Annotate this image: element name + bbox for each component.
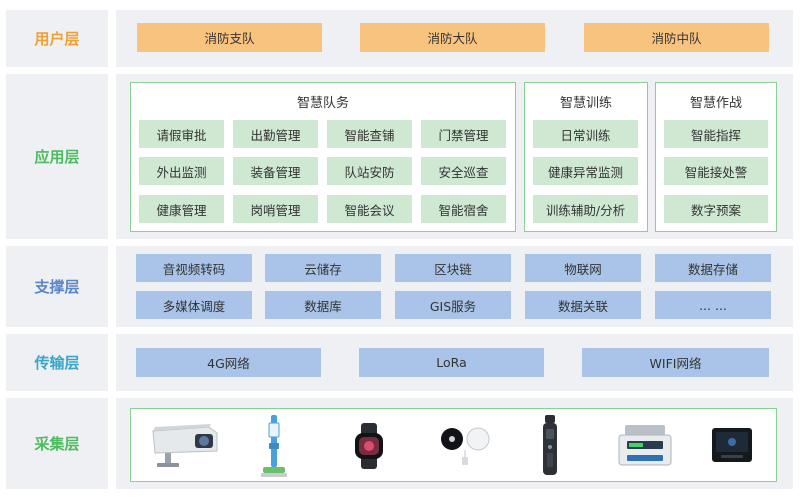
- transport-item-wifi: WIFI网络: [582, 348, 769, 377]
- support-item: GIS服务: [395, 291, 511, 319]
- app-item: 训练辅助/分析: [533, 195, 638, 223]
- scale-device-icon: [617, 423, 673, 469]
- app-item: 队站安防: [327, 157, 412, 185]
- user-layer-panel: 消防支队 消防大队 消防中队: [116, 10, 793, 67]
- group-combat: 智慧作战 智能指挥 智能接处警 数字预案: [655, 82, 777, 232]
- application-layer-label: 应用层: [6, 74, 108, 239]
- application-layer-panel: 智慧队务 请假审批 出勤管理 智能查铺 门禁管理 外出监测 装备管理 队站安防 …: [116, 74, 793, 239]
- app-item: 智能查铺: [327, 120, 412, 148]
- app-item: 装备管理: [233, 157, 318, 185]
- app-item: 健康异常监测: [533, 157, 638, 185]
- transport-layer-label: 传输层: [6, 334, 108, 391]
- support-item: 物联网: [525, 254, 641, 282]
- support-item: ... ...: [655, 291, 771, 319]
- user-box-squadron: 消防中队: [584, 23, 769, 52]
- user-box-battalion: 消防大队: [360, 23, 545, 52]
- transport-item-lora: LoRa: [359, 348, 544, 377]
- smart-watch-device-icon: [349, 423, 389, 469]
- app-item: 智能指挥: [664, 120, 768, 148]
- support-item: 数据库: [265, 291, 381, 319]
- transport-layer-panel: 4G网络 LoRa WIFI网络: [116, 334, 793, 391]
- user-layer-label: 用户层: [6, 10, 108, 67]
- app-item: 智能会议: [327, 195, 412, 223]
- support-item: 数据存储: [655, 254, 771, 282]
- group-training: 智慧训练 日常训练 健康异常监测 训练辅助/分析: [524, 82, 648, 232]
- app-item: 门禁管理: [421, 120, 506, 148]
- transport-item-4g: 4G网络: [136, 348, 321, 377]
- app-item: 安全巡查: [421, 157, 506, 185]
- group-title: 智慧队务: [296, 96, 349, 111]
- sensor-button-device-icon: [437, 421, 493, 469]
- health-kiosk-device-icon: [259, 413, 289, 479]
- support-item: 云储存: [265, 254, 381, 282]
- app-item: 出勤管理: [233, 120, 318, 148]
- app-item: 岗哨管理: [233, 195, 318, 223]
- group-title: 智慧训练: [559, 96, 612, 111]
- walkie-talkie-device-icon: [539, 413, 561, 479]
- group-title: 智慧作战: [689, 96, 742, 111]
- access-terminal-device-icon: [711, 427, 753, 463]
- camera-device-icon: [151, 421, 223, 469]
- app-item: 外出监测: [139, 157, 224, 185]
- support-item: 数据关联: [525, 291, 641, 319]
- support-item: 音视频转码: [136, 254, 252, 282]
- app-item: 请假审批: [139, 120, 224, 148]
- app-item: 智能宿舍: [421, 195, 506, 223]
- collect-layer-label: 采集层: [6, 398, 108, 489]
- app-item: 智能接处警: [664, 157, 768, 185]
- collect-layer-panel: [116, 398, 793, 489]
- app-item: 日常训练: [533, 120, 638, 148]
- device-group: [130, 408, 777, 482]
- app-item: 数字预案: [664, 195, 768, 223]
- support-item: 区块链: [395, 254, 511, 282]
- user-box-brigade: 消防支队: [137, 23, 322, 52]
- support-layer-label: 支撑层: [6, 246, 108, 327]
- support-layer-panel: 音视频转码 云储存 区块链 物联网 数据存储 多媒体调度 数据库 GIS服务 数…: [116, 246, 793, 327]
- group-team-affairs: 智慧队务 请假审批 出勤管理 智能查铺 门禁管理 外出监测 装备管理 队站安防 …: [130, 82, 516, 232]
- support-item: 多媒体调度: [136, 291, 252, 319]
- app-item: 健康管理: [139, 195, 224, 223]
